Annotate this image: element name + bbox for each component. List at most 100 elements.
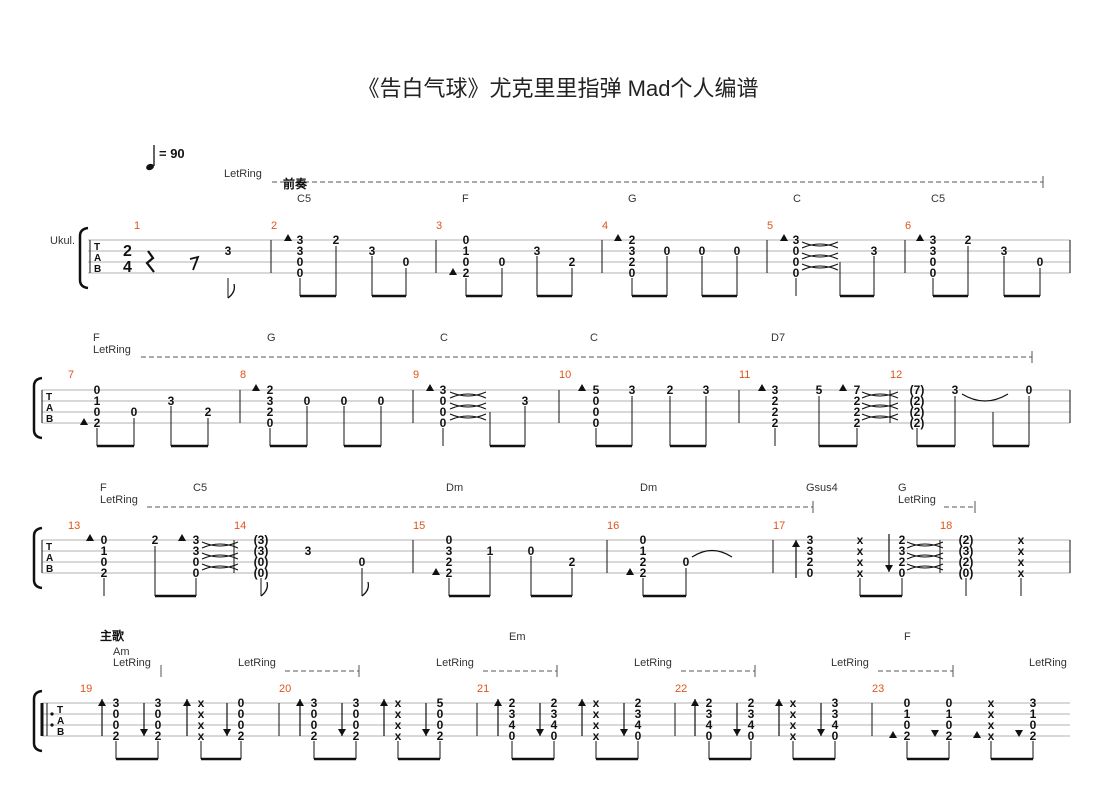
tab-fret-number: 2 [667, 383, 674, 397]
tab-fret-number: x [857, 566, 864, 580]
tab-fret-number: 0 [297, 266, 304, 280]
tab-fret-number: 2 [1030, 729, 1037, 743]
accent-marker-icon [1015, 730, 1023, 737]
tab-fret-number: x [790, 718, 797, 732]
tab-fret-number: 0 [267, 416, 274, 430]
tab-fret-number: 0 [734, 244, 741, 258]
time-signature-bottom: 4 [123, 259, 132, 276]
tab-fret-number: 0 [341, 394, 348, 408]
tab-fret-number: 2 [267, 405, 274, 419]
strum-up-arrow-icon [494, 699, 502, 706]
tie-curve [906, 554, 944, 560]
tab-fret-number: 1 [946, 707, 953, 721]
tab-fret-number: 2 [640, 566, 647, 580]
tie-curve [861, 391, 899, 397]
barlines [41, 540, 1071, 573]
strum-up-arrow-icon [691, 699, 699, 706]
tab-fret-number: 0 [793, 255, 800, 269]
tab-fret-number: 3 [703, 383, 710, 397]
tab-fret-number: 1 [1030, 707, 1037, 721]
tab-fret-number: x [198, 707, 205, 721]
tab-fret-number: 3 [1001, 244, 1008, 258]
accent-marker-icon [284, 234, 292, 241]
tab-fret-number: (0) [959, 566, 974, 580]
accent-marker-icon [432, 568, 440, 575]
tab-fret-number: 3 [297, 233, 304, 247]
system-3: F LetRing C5 Dm Dm Gsus4 G LetRing 13 14… [32, 482, 1071, 598]
system-2: F LetRing G C C D7 7 8 9 10 11 12 T [32, 332, 1071, 448]
strum-down-arrow-icon [733, 729, 741, 736]
tab-fret-number: 2 [446, 555, 453, 569]
tab-fret-number: 0 [832, 729, 839, 743]
tab-fret-number: 1 [904, 707, 911, 721]
tab-fret-number: 3 [871, 244, 878, 258]
tab-staff [42, 539, 1070, 574]
tab-fret-number: 3 [772, 383, 779, 397]
tab-fret-number: 3 [793, 233, 800, 247]
tab-fret-number: 2 [635, 696, 642, 710]
tab-fret-number: x [1018, 566, 1025, 580]
tab-fret-number: 0 [793, 266, 800, 280]
tab-fret-number: (2) [910, 394, 925, 408]
tab-fret-number: x [198, 718, 205, 732]
tab-fret-number: 5 [593, 383, 600, 397]
measure-number: 17 [773, 520, 785, 532]
tab-fret-number: x [395, 707, 402, 721]
tie-curve [201, 541, 239, 547]
tab-fret-number: 2 [772, 405, 779, 419]
repeat-start-barline [40, 703, 54, 736]
tab-fret-number: x [988, 696, 995, 710]
tab-fret-number: 4 [748, 718, 755, 732]
chord-label: F [93, 332, 100, 344]
tab-fret-number: 0 [446, 533, 453, 547]
tab-fret-number: 2 [965, 233, 972, 247]
tab-fret-number: (2) [959, 555, 974, 569]
tab-fret-number: 4 [706, 718, 713, 732]
tie-curve [861, 413, 899, 419]
tab-fret-number: x [593, 707, 600, 721]
tab-fret-number: x [988, 718, 995, 732]
tab-fret-number: 0 [311, 707, 318, 721]
tab-fret-number: 0 [155, 718, 162, 732]
instrument-name: Ukul. [50, 235, 75, 247]
chord-label: C5 [297, 193, 311, 205]
tab-fret-number: 2 [353, 729, 360, 743]
tie-curve [906, 552, 944, 558]
tab-fret-number: 0 [238, 696, 245, 710]
tab-fret-number: 3 [899, 544, 906, 558]
tab-fret-number: 3 [193, 533, 200, 547]
tab-fret-number: 0 [437, 718, 444, 732]
strum-down-arrow-icon [422, 729, 430, 736]
tab-fret-number: 3 [832, 696, 839, 710]
strum-down-arrow-icon [140, 729, 148, 736]
tab-clef-letter: T [57, 705, 63, 716]
tab-clef-letter: T [46, 542, 52, 553]
tab-fret-number: 2 [706, 696, 713, 710]
tab-fret-number: 2 [899, 555, 906, 569]
tab-fret-number: x [790, 729, 797, 743]
tab-fret-number: 0 [101, 555, 108, 569]
tab-fret-number: 3 [748, 707, 755, 721]
tab-fret-number: 0 [1026, 383, 1033, 397]
section-label-verse: 主歌 [100, 628, 125, 643]
tab-fret-number: x [857, 544, 864, 558]
tab-staff [42, 389, 1070, 424]
tab-fret-number: (2) [910, 405, 925, 419]
tab-fret-number: x [395, 729, 402, 743]
tab-staff [88, 239, 1070, 274]
tab-fret-number: 3 [635, 707, 642, 721]
accent-marker-icon [426, 384, 434, 391]
tab-fret-number: 0 [593, 394, 600, 408]
accent-marker-icon [80, 418, 88, 425]
tab-fret-number: x [1018, 544, 1025, 558]
tab-fret-number: 3 [225, 244, 232, 258]
strum-down-arrow-icon [817, 729, 825, 736]
tab-fret-number: 0 [499, 255, 506, 269]
tab-fret-number: 2 [509, 696, 516, 710]
quarter-rest-icon [145, 250, 155, 273]
tab-fret-number: x [593, 696, 600, 710]
tie-curve [906, 541, 944, 547]
time-signature-top: 2 [123, 243, 132, 260]
tab-clef-letter: A [94, 253, 101, 264]
